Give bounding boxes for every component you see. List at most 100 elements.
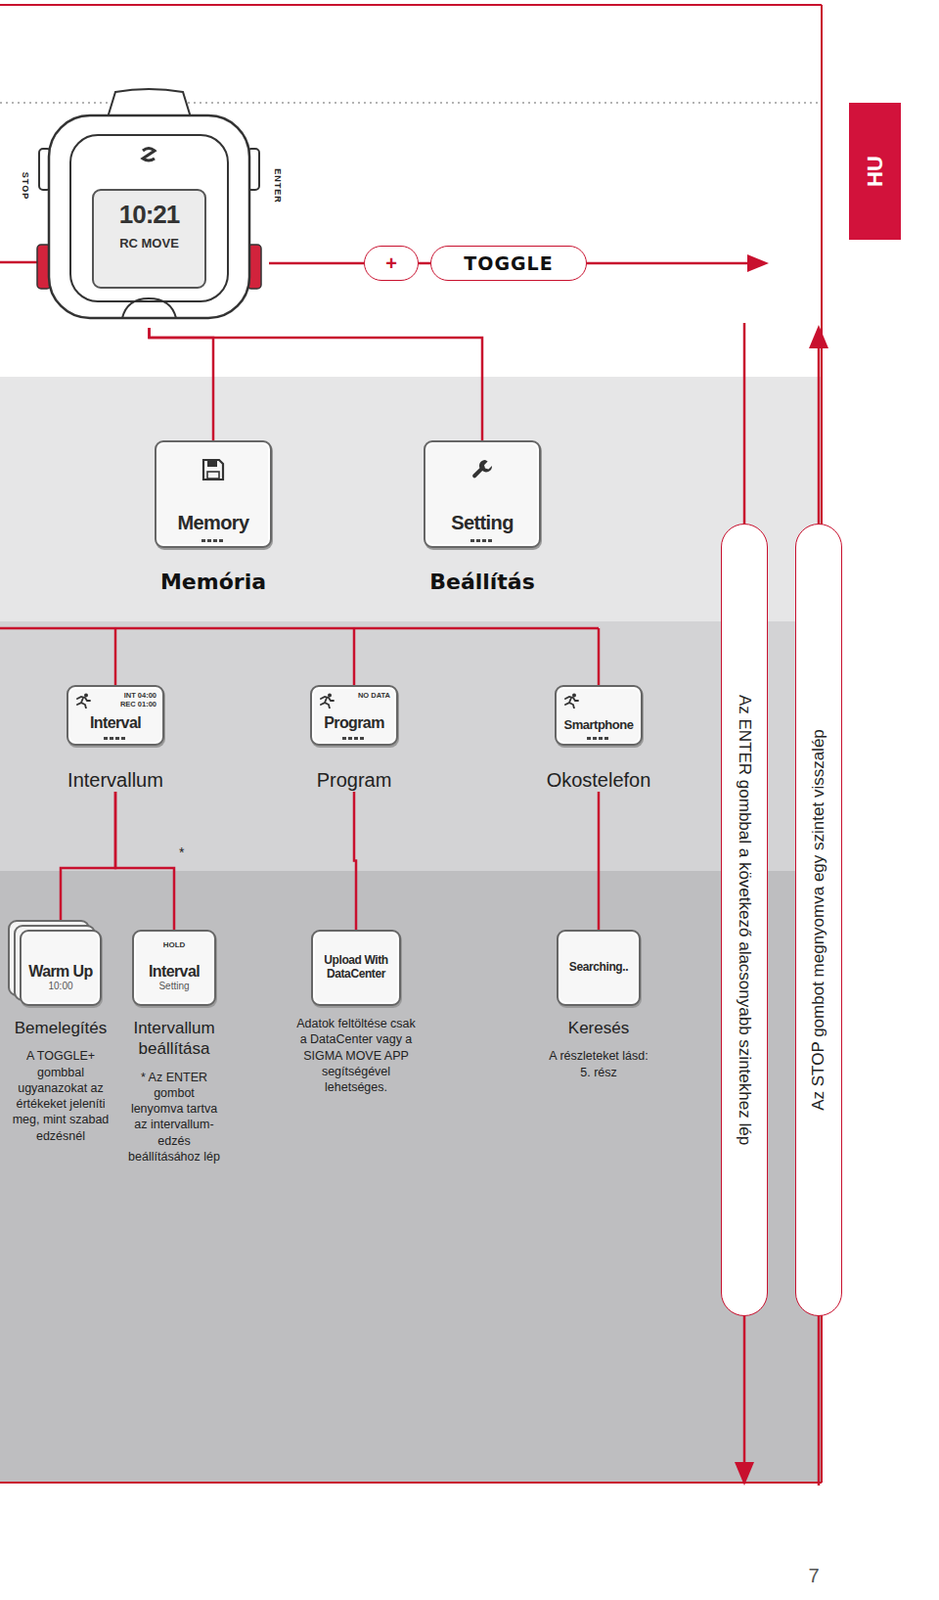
- language-tab-label: HU: [862, 155, 889, 187]
- instruction-pill: Az STOP gombot megnyomva egy szintet vis…: [795, 523, 843, 1316]
- lcd-screen: Smartphone: [554, 684, 643, 746]
- toggle-line: [586, 262, 752, 266]
- connector-line: [149, 327, 484, 441]
- connector-line: [268, 262, 364, 266]
- screen-stack: Memory: [154, 440, 272, 548]
- page-dots: [342, 736, 366, 741]
- button-label: STOP: [20, 172, 31, 200]
- screen-text: INT 04:00: [124, 691, 157, 701]
- runner-icon: [317, 692, 336, 709]
- settings-icon: [470, 457, 494, 482]
- connector-line: [418, 262, 431, 266]
- menu-screen: SmartphoneOkostelefon: [520, 684, 677, 792]
- connector-line: [597, 791, 601, 930]
- sub-screen: Upload With DataCenterAdatok feltöltése …: [282, 929, 430, 1095]
- screen-text: Program: [323, 714, 385, 732]
- bottom-band: [0, 870, 822, 1482]
- caption: Bemelegítés: [14, 1017, 108, 1038]
- caption: Program: [316, 768, 393, 792]
- screen-text: Interval: [148, 962, 200, 981]
- screen-text: REC 01:00: [120, 700, 157, 710]
- screen-text: NO DATA: [357, 691, 391, 701]
- enter-arrowhead: [734, 1461, 755, 1485]
- branch-drop: [114, 627, 118, 685]
- note-text: * Az ENTER gombot lenyomva tartva az int…: [127, 1069, 222, 1165]
- page-dots: [470, 538, 494, 543]
- screen-text: Upload With DataCenter: [318, 953, 394, 982]
- connector-line: [149, 327, 215, 441]
- menu-screen: INT 04:00REC 01:00IntervalIntervallum: [37, 684, 194, 792]
- note-text: A TOGGLE+ gombbal ugyanazokat az értékek…: [11, 1047, 110, 1144]
- runner-icon: [562, 692, 581, 709]
- screen-stack: Smartphone: [554, 684, 643, 746]
- watch-display-text: 10:21: [119, 199, 180, 230]
- screen-stack: NO DATA Program: [310, 684, 399, 746]
- screen-text: Interval: [89, 714, 141, 732]
- screen-text: Smartphone: [564, 716, 634, 732]
- button-combo: TOGGLE: [430, 245, 587, 281]
- button-label: ENTER: [272, 168, 283, 204]
- lcd-screen: Searching..: [556, 929, 641, 1006]
- sub-screen: Searching.. Keresés A részleteket lásd: 5.…: [525, 929, 672, 1080]
- instruction-text: Az ENTER gombbal a következő alacsonyabb…: [734, 694, 755, 1145]
- button-combo: +: [363, 245, 419, 281]
- branch-drop: [353, 627, 357, 685]
- button-name: TOGGLE: [463, 252, 553, 274]
- lcd-screen: Warm Up10:00: [19, 929, 102, 1006]
- screen-status: NO DATA: [357, 691, 391, 701]
- offpage-line: [0, 261, 38, 265]
- screen-text: HOLD: [163, 939, 186, 949]
- caption: Intervallum: [67, 768, 164, 792]
- frame-bottom: [0, 1480, 822, 1483]
- lcd-screen: NO DATA Program: [310, 684, 399, 746]
- note-text: A részleteket lásd: 5. rész: [544, 1047, 653, 1080]
- caption: Okostelefon: [546, 768, 652, 792]
- caption: Beállítás: [429, 569, 536, 594]
- menu-screen: NO DATAProgramProgram: [275, 684, 433, 792]
- caption: Memória: [160, 569, 267, 594]
- note-text: Adatok feltöltése csak a DataCenter vagy…: [291, 1015, 421, 1095]
- menu-screen: MemoryMemória: [120, 440, 307, 594]
- screen-stack: Searching..: [556, 929, 641, 1006]
- screen-text: Memory: [177, 511, 249, 535]
- language-tab: [849, 102, 901, 240]
- page-dots: [103, 736, 128, 741]
- page-number: 7: [807, 1564, 819, 1587]
- runner-icon: [74, 692, 92, 709]
- screen-stack: HOLD IntervalSetting: [132, 929, 217, 1006]
- screen-text: Setting: [450, 511, 514, 535]
- sub-screen: Warm Up10:00Bemelegítés A TOGGLE+ gombbal…: [5, 929, 116, 1144]
- edge-label: *: [178, 844, 184, 860]
- button-name: +: [385, 252, 398, 275]
- page-dots: [586, 736, 611, 741]
- caption: Keresés: [568, 1017, 629, 1038]
- screen-text: Setting: [158, 980, 189, 992]
- screen-stack: Setting: [423, 440, 541, 548]
- screen-stack: INT 04:00REC 01:00Interval: [66, 684, 165, 746]
- menu-screen: SettingBeállítás: [389, 440, 576, 594]
- screen-stack: Warm Up10:00: [19, 929, 102, 1006]
- instruction-pill: Az ENTER gombbal a következő alacsonyabb…: [720, 523, 768, 1316]
- stop-arrowhead: [808, 324, 829, 349]
- branch-drop: [597, 627, 601, 685]
- caption: Intervallum beállítása: [127, 1017, 222, 1060]
- connector-line: [354, 791, 357, 930]
- lcd-screen: Upload With DataCenter: [311, 929, 402, 1006]
- lcd-screen: HOLD IntervalSetting: [132, 929, 217, 1006]
- toggle-arrowhead: [747, 254, 769, 272]
- watch-screen: 10:21 RC MOVE: [92, 199, 206, 251]
- middle-band: [0, 621, 822, 871]
- page-dots: [201, 538, 225, 543]
- top-band: [0, 376, 822, 622]
- lcd-screen: Setting: [423, 440, 541, 548]
- screen-stack: Upload With DataCenter: [311, 929, 402, 1006]
- memory-icon: [201, 457, 225, 482]
- lcd-screen: INT 04:00REC 01:00Interval: [66, 684, 165, 746]
- watch-display-text: RC MOVE: [119, 235, 179, 251]
- lcd-screen: Memory: [154, 440, 272, 548]
- connector-line: [60, 791, 116, 920]
- screen-text: 10:00: [47, 980, 73, 992]
- instruction-text: Az STOP gombot megnyomva egy szintet vis…: [808, 728, 829, 1111]
- screen-text: Warm Up: [28, 962, 92, 981]
